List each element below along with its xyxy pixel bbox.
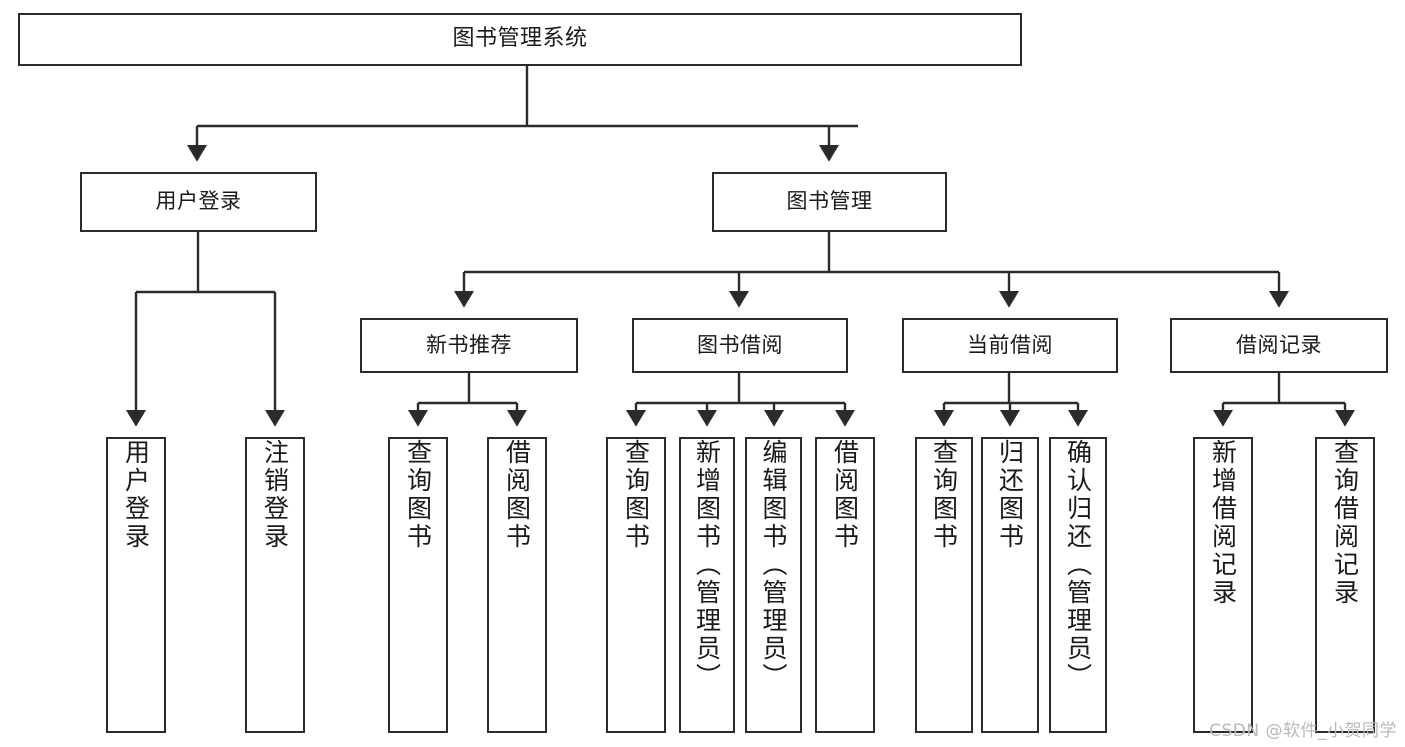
leaf-record-query-borrow-record[interactable]: 查询借阅记录	[1315, 437, 1375, 733]
node-book-borrow[interactable]: 图书借阅	[632, 318, 848, 373]
node-current-borrow-label: 当前借阅	[967, 332, 1053, 357]
node-new-book-recommend-label: 新书推荐	[426, 332, 512, 357]
leaf-borrow-borrow-books[interactable]: 借阅图书	[815, 437, 875, 733]
leaf-newbook-query-books-label: 查询图书	[403, 439, 433, 551]
leaf-record-add-borrow-record[interactable]: 新增借阅记录	[1193, 437, 1253, 733]
node-book-management[interactable]: 图书管理	[712, 172, 947, 232]
node-root-label: 图书管理系统	[452, 26, 588, 52]
node-book-management-label: 图书管理	[786, 189, 873, 214]
leaf-borrow-borrow-books-label: 借阅图书	[830, 439, 860, 551]
node-root-library-system[interactable]: 图书管理系统	[18, 13, 1022, 66]
node-user-login[interactable]: 用户登录	[80, 172, 317, 232]
leaf-borrow-add-book-admin-label: 新增图书（管理员）	[692, 439, 722, 691]
leaf-logout[interactable]: 注销登录	[245, 437, 305, 733]
node-borrow-record-label: 借阅记录	[1236, 332, 1322, 357]
leaf-record-add-borrow-record-label: 新增借阅记录	[1208, 439, 1238, 607]
leaf-user-login-label: 用户登录	[121, 439, 151, 551]
node-new-book-recommend[interactable]: 新书推荐	[360, 318, 578, 373]
leaf-borrow-query-books-label: 查询图书	[621, 439, 651, 551]
leaf-logout-label: 注销登录	[260, 439, 290, 551]
node-current-borrow[interactable]: 当前借阅	[902, 318, 1118, 373]
leaf-user-login[interactable]: 用户登录	[106, 437, 166, 733]
leaf-record-query-borrow-record-label: 查询借阅记录	[1330, 439, 1360, 607]
leaf-current-return-books-label: 归还图书	[995, 439, 1025, 551]
leaf-borrow-edit-book-admin[interactable]: 编辑图书（管理员）	[745, 437, 802, 733]
leaf-newbook-query-books[interactable]: 查询图书	[388, 437, 448, 733]
leaf-current-query-books-label: 查询图书	[929, 439, 959, 551]
leaf-newbook-borrow-books[interactable]: 借阅图书	[487, 437, 547, 733]
node-user-login-label: 用户登录	[155, 189, 242, 214]
leaf-borrow-edit-book-admin-label: 编辑图书（管理员）	[759, 439, 788, 691]
node-borrow-record[interactable]: 借阅记录	[1170, 318, 1388, 373]
leaf-newbook-borrow-books-label: 借阅图书	[502, 439, 532, 551]
leaf-current-return-books[interactable]: 归还图书	[981, 437, 1039, 733]
leaf-borrow-query-books[interactable]: 查询图书	[606, 437, 666, 733]
leaf-current-query-books[interactable]: 查询图书	[915, 437, 973, 733]
leaf-borrow-add-book-admin[interactable]: 新增图书（管理员）	[679, 437, 735, 733]
leaf-current-confirm-return-admin-label: 确认归还（管理员）	[1063, 439, 1093, 691]
leaf-current-confirm-return-admin[interactable]: 确认归还（管理员）	[1049, 437, 1107, 733]
node-book-borrow-label: 图书借阅	[697, 332, 783, 357]
